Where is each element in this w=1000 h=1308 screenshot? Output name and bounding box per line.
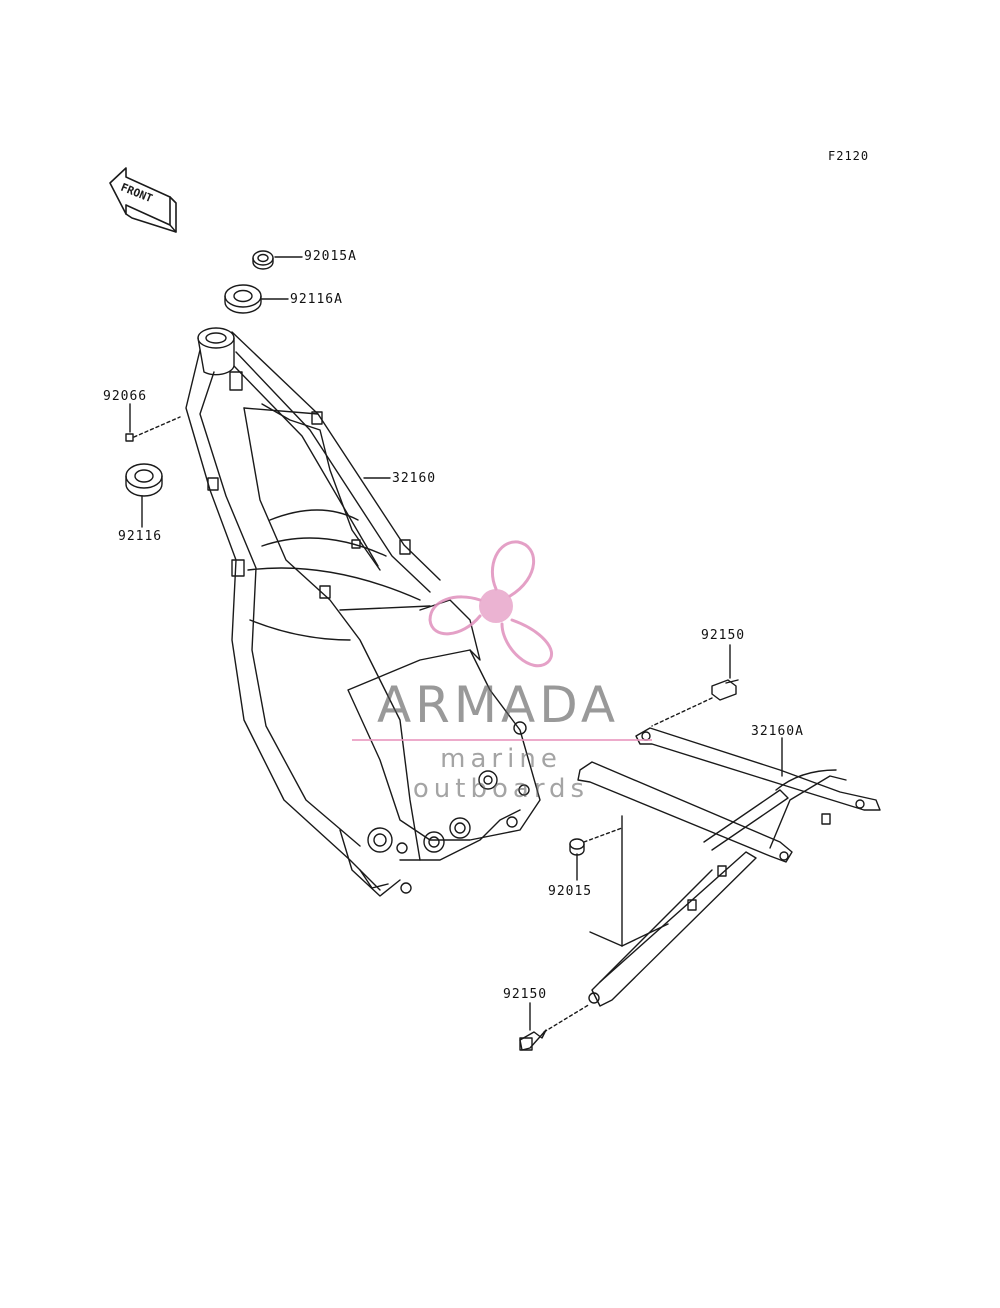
callout-92116: 92116	[118, 529, 163, 544]
armada-logo-icon	[428, 540, 554, 668]
callout-92066: 92066	[103, 389, 148, 404]
callout-92150-top: 92150	[701, 628, 746, 643]
bolt-92150-bottom	[519, 1002, 591, 1051]
callout-92015A: 92015A	[304, 249, 357, 264]
watermark-divider	[352, 739, 652, 741]
callout-92150-bottom: 92150	[503, 987, 548, 1002]
main-frame-32160	[185, 327, 541, 897]
callout-32160A: 32160A	[751, 724, 804, 739]
bolt-92066	[125, 403, 181, 442]
watermark-brand: ARMADA	[376, 676, 620, 734]
seal-92116A	[224, 284, 289, 314]
collar-92015	[569, 827, 623, 881]
figure-code: F2120	[828, 149, 870, 163]
bolt-92150-top	[651, 644, 739, 727]
nut-92015A	[252, 250, 303, 270]
seal-92116	[125, 463, 163, 528]
watermark-tagline: marine outboards	[412, 744, 590, 804]
callout-32160: 32160	[392, 471, 437, 486]
front-arrow-icon: FRONT	[109, 167, 177, 233]
rear-frame-32160A	[577, 727, 881, 1007]
callout-92015: 92015	[548, 884, 593, 899]
callout-92116A: 92116A	[290, 292, 343, 307]
